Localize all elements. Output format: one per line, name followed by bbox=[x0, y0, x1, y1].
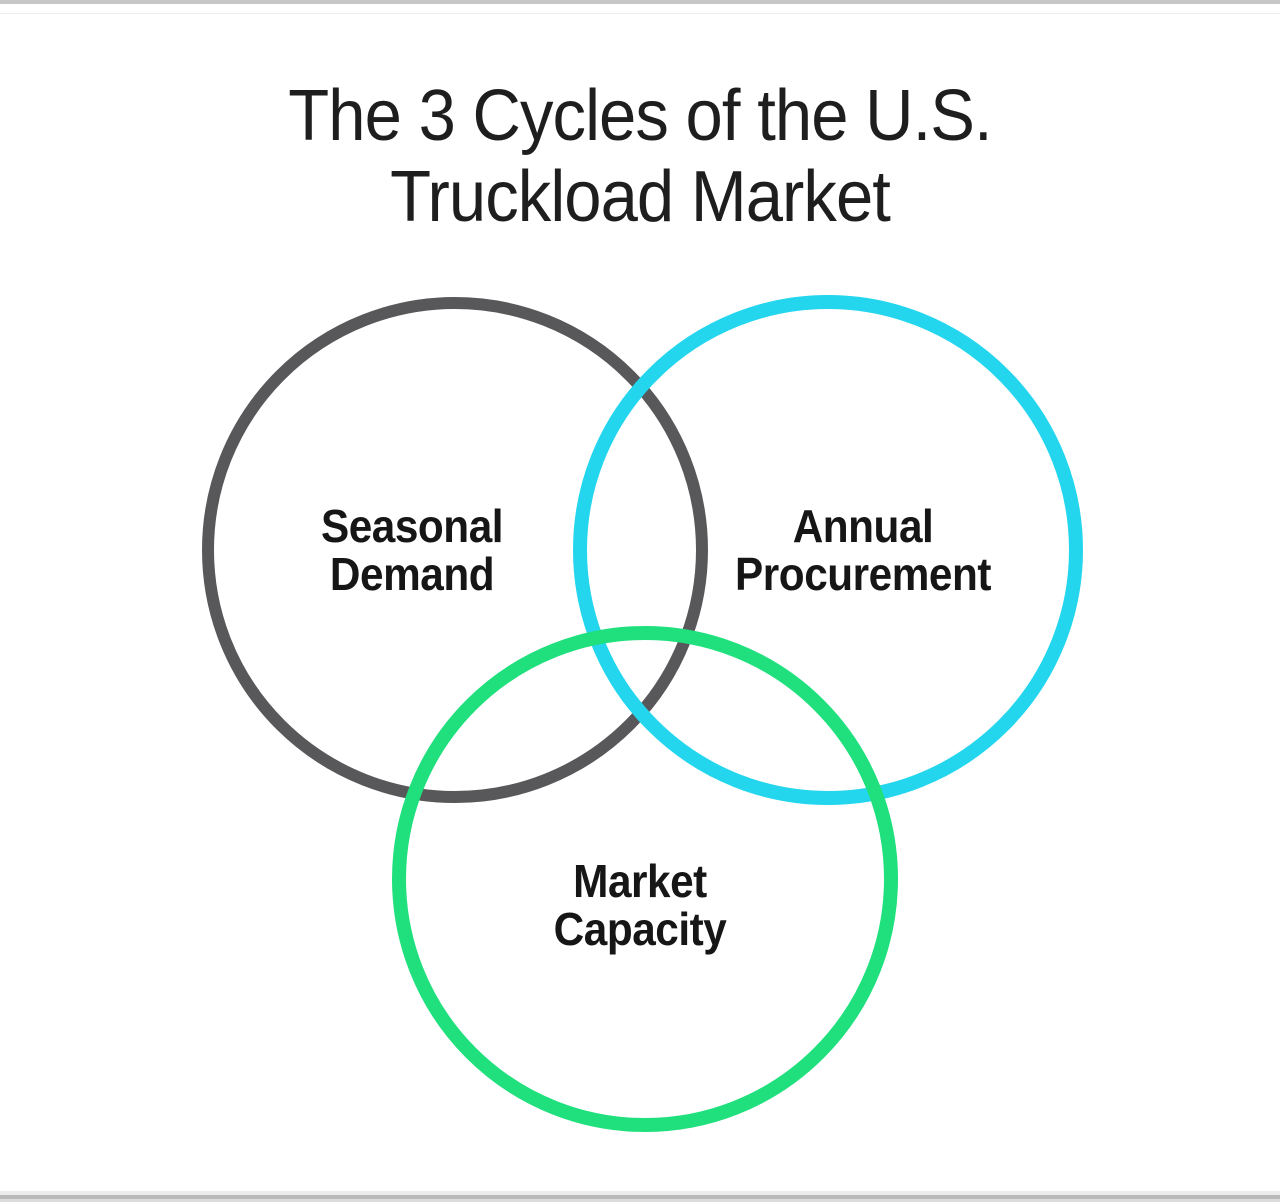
market-capacity-circle bbox=[392, 626, 898, 1132]
annual-procurement-circle bbox=[573, 295, 1083, 805]
annual-procurement-label-line-2: Procurement bbox=[735, 549, 992, 600]
top-border-faint-line bbox=[0, 13, 1280, 14]
seasonal-demand-label: Seasonal Demand bbox=[321, 501, 504, 600]
annual-procurement-label: Annual Procurement bbox=[735, 501, 992, 600]
seasonal-demand-label-line-1: Seasonal bbox=[321, 501, 503, 552]
top-border-line bbox=[0, 0, 1280, 4]
seasonal-demand-label-line-2: Demand bbox=[330, 549, 494, 600]
market-capacity-label: Market Capacity bbox=[554, 856, 728, 955]
bottom-border-faint-line bbox=[0, 1191, 1280, 1195]
annual-procurement-label-line-1: Annual bbox=[793, 501, 934, 552]
title-line-2: Truckload Market bbox=[390, 157, 891, 237]
market-capacity-label-line-2: Capacity bbox=[554, 904, 728, 955]
title-line-1: The 3 Cycles of the U.S. bbox=[288, 76, 992, 156]
market-capacity-label-line-1: Market bbox=[573, 856, 707, 907]
diagram-title: The 3 Cycles of the U.S. Truckload Marke… bbox=[45, 76, 1235, 238]
seasonal-demand-circle bbox=[202, 297, 708, 803]
bottom-border-line bbox=[0, 1195, 1280, 1202]
